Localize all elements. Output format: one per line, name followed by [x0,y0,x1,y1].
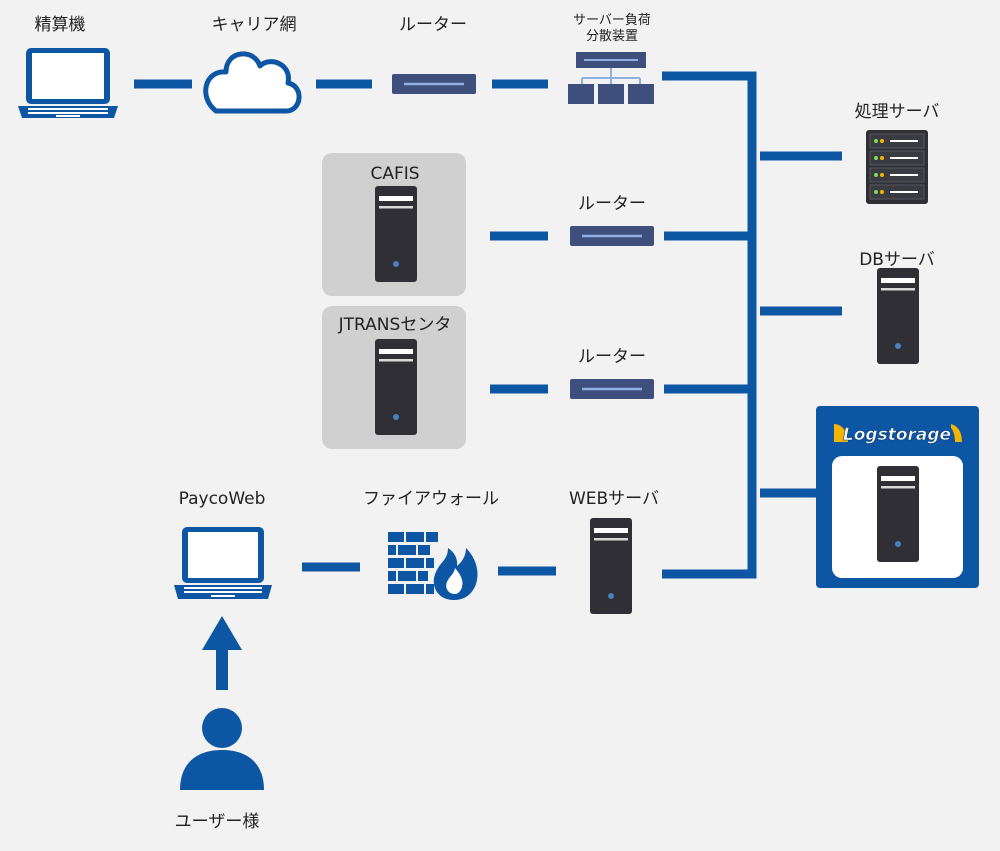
logstorage-logo-text: Logstorage [843,425,951,445]
logstorage-box: Logstorage [816,406,979,588]
arrow-up-icon [202,616,242,690]
router-icon [390,72,478,96]
label-cafis: CAFIS [370,164,419,184]
firewall-icon [388,532,478,600]
logstorage-logo: Logstorage [830,418,964,445]
label-seisanki: 精算機 [35,15,86,35]
label-router-top: ルーター [399,15,467,35]
label-router-cafis: ルーター [578,194,646,214]
laptop-icon [18,48,118,118]
label-jtrans: JTRANSセンタ [338,315,452,335]
router-icon [568,224,656,248]
laptop-icon [174,527,272,599]
label-web-server: WEBサーバ [569,489,659,509]
user-icon [180,708,264,790]
load-balancer-icon [568,52,654,104]
tower-server-icon [877,268,919,364]
label-user: ユーザー様 [175,812,260,832]
cloud-icon [203,51,302,114]
label-router-jtrans: ルーター [578,347,646,367]
label-processing-server: 処理サーバ [855,102,940,122]
tower-server-icon [375,186,417,282]
router-icon [568,377,656,401]
tower-server-icon [375,339,417,435]
rack-server-icon [866,130,928,204]
link-loadbalancer-backbone [662,71,757,579]
label-loadbalancer-1: サーバー負荷 [573,13,651,28]
label-db-server: DBサーバ [859,250,935,270]
tower-server-icon [877,466,919,562]
label-firewall: ファイアウォール [363,489,499,509]
connector-lines [134,71,842,579]
tower-server-icon [590,518,632,614]
label-loadbalancer-2: 分散装置 [586,29,638,44]
label-carrier: キャリア網 [212,15,297,35]
label-paycoweb: PaycoWeb [179,489,266,509]
